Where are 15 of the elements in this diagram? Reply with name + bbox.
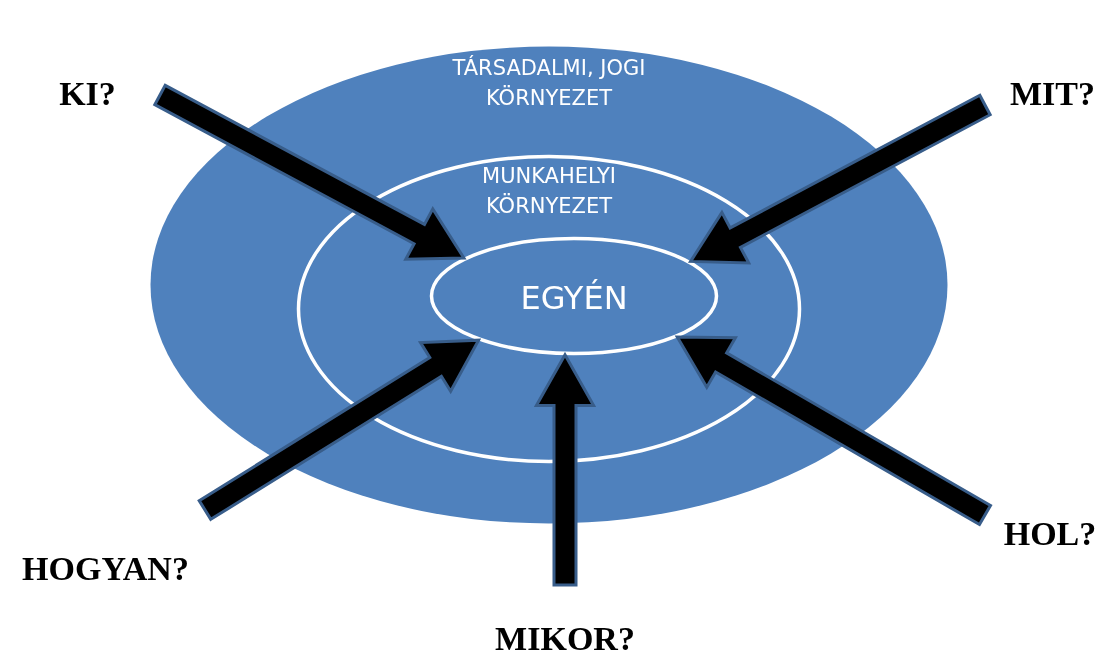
ellipse-label: TÁRSADALMI, JOGI KÖRNYEZET: [451, 54, 647, 113]
middle-ellipse: [297, 155, 801, 463]
arrow: [533, 351, 597, 587]
question-label: MIT?: [1009, 75, 1096, 113]
arrow: [674, 335, 993, 527]
arrow: [152, 83, 467, 261]
arrow: [687, 93, 993, 265]
arrow: [197, 338, 482, 522]
question-label: MIKOR?: [494, 620, 636, 657]
question-label: HOL?: [1002, 515, 1098, 553]
question-label: KI?: [58, 75, 117, 113]
inner-ellipse: [430, 237, 718, 355]
ellipse-label: MUNKAHELYI KÖRNYEZET: [481, 163, 617, 221]
question-label: HOGYAN?: [21, 550, 190, 588]
ellipse-label: EGYÉN: [519, 278, 629, 319]
